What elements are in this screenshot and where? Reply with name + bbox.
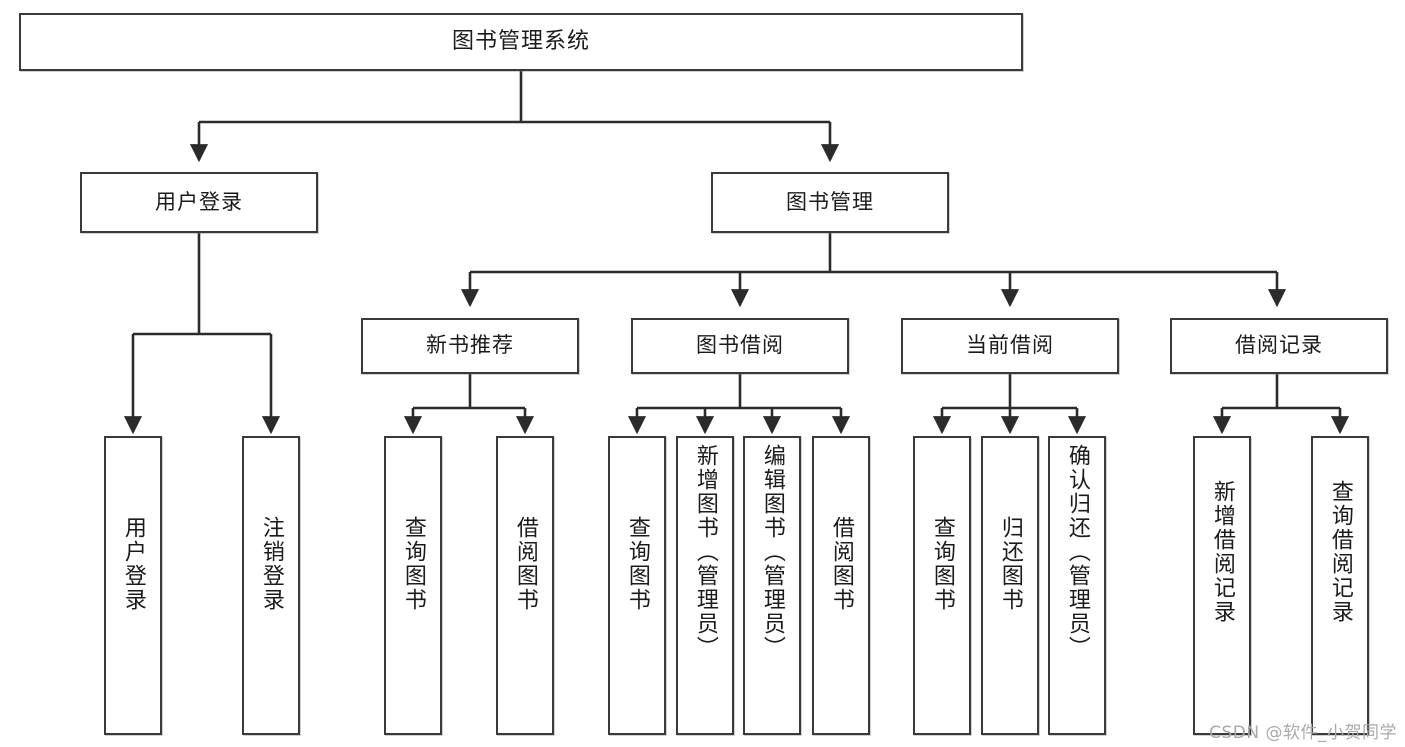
node-leaf-query-book-1[interactable]: 查询图书 — [384, 436, 442, 735]
node-leaf-query-book-2[interactable]: 查询图书 — [608, 436, 666, 735]
node-leaf-logout[interactable]: 注销登录 — [242, 436, 300, 735]
node-leaf-add-book[interactable]: 新增图书（管理员） — [676, 436, 734, 735]
node-leaf-add-book-label: 新增图书（管理员） — [692, 444, 718, 660]
node-leaf-confirm-return[interactable]: 确认归还（管理员） — [1048, 436, 1106, 735]
node-new-book-recommend-label: 新书推荐 — [426, 333, 514, 358]
node-leaf-query-book-2-label: 查询图书 — [624, 516, 650, 612]
node-borrow-record-label: 借阅记录 — [1235, 333, 1323, 358]
node-book-manage-label: 图书管理 — [786, 189, 874, 214]
node-leaf-logout-label: 注销登录 — [258, 516, 284, 612]
node-user-login[interactable]: 用户登录 — [80, 172, 318, 233]
node-new-book-recommend[interactable]: 新书推荐 — [361, 318, 579, 374]
node-leaf-user-login[interactable]: 用户登录 — [104, 436, 162, 735]
node-leaf-borrow-book-1[interactable]: 借阅图书 — [496, 436, 554, 735]
node-leaf-query-book-1-label: 查询图书 — [400, 516, 426, 612]
node-leaf-return-book-label: 归还图书 — [997, 516, 1023, 612]
node-user-login-label: 用户登录 — [155, 189, 243, 214]
node-leaf-confirm-return-label: 确认归还（管理员） — [1064, 444, 1090, 660]
node-leaf-query-book-3[interactable]: 查询图书 — [913, 436, 971, 735]
node-leaf-return-book[interactable]: 归还图书 — [981, 436, 1039, 735]
node-leaf-borrow-book-2-label: 借阅图书 — [828, 516, 854, 612]
node-leaf-add-record[interactable]: 新增借阅记录 — [1193, 436, 1251, 735]
node-root[interactable]: 图书管理系统 — [19, 13, 1023, 71]
node-leaf-query-record[interactable]: 查询借阅记录 — [1311, 436, 1369, 735]
node-leaf-query-record-label: 查询借阅记录 — [1327, 480, 1353, 624]
node-leaf-edit-book[interactable]: 编辑图书（管理员） — [743, 436, 801, 735]
node-leaf-query-book-3-label: 查询图书 — [929, 516, 955, 612]
node-leaf-add-record-label: 新增借阅记录 — [1209, 480, 1235, 624]
node-book-borrow-label: 图书借阅 — [696, 333, 784, 358]
node-leaf-borrow-book-1-label: 借阅图书 — [512, 516, 538, 612]
node-current-borrow[interactable]: 当前借阅 — [901, 318, 1119, 374]
node-book-borrow[interactable]: 图书借阅 — [631, 318, 849, 374]
node-book-manage[interactable]: 图书管理 — [711, 172, 949, 233]
csdn-watermark: CSDN @软件_小贺同学 — [1209, 723, 1397, 743]
node-borrow-record[interactable]: 借阅记录 — [1170, 318, 1388, 374]
node-leaf-edit-book-label: 编辑图书（管理员） — [759, 444, 785, 660]
node-root-label: 图书管理系统 — [451, 28, 590, 54]
node-current-borrow-label: 当前借阅 — [966, 333, 1054, 358]
node-leaf-user-login-label: 用户登录 — [120, 516, 146, 612]
node-leaf-borrow-book-2[interactable]: 借阅图书 — [812, 436, 870, 735]
